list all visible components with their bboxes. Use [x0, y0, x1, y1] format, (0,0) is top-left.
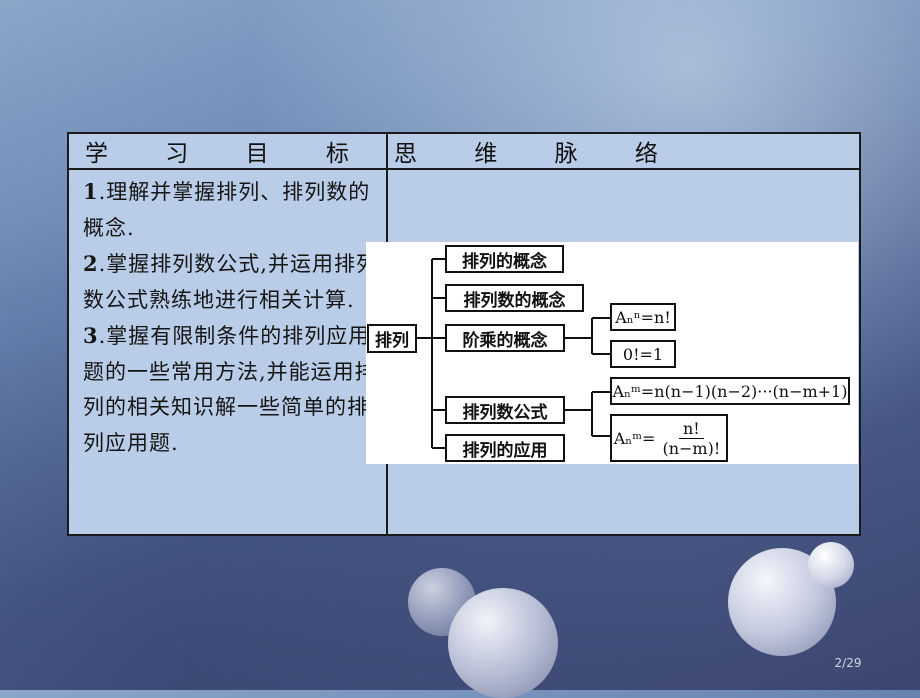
header-mind-map: 思 维 脉 络 — [386, 132, 861, 170]
goal-item: 2.掌握排列数公式,并运用排列数公式熟练地进行相关计算. — [83, 251, 378, 312]
formula-permutation-product: Aₙᵐ=n(n−1)(n−2)···(n−m+1) — [610, 377, 850, 405]
branch-node: 阶乘的概念 — [445, 324, 565, 352]
page-number: 2/29 — [834, 656, 862, 670]
branch-node: 排列的应用 — [445, 434, 565, 462]
decorative-sphere — [448, 588, 558, 698]
branch-node: 排列数的概念 — [445, 284, 584, 312]
branch-node: 排列的概念 — [445, 245, 564, 273]
content-table: 学 习 目 标 思 维 脉 络 1.理解并掌握排列、排列数的概念. 2.掌握排列… — [67, 132, 861, 536]
header-learning-goals: 学 习 目 标 — [67, 132, 388, 170]
branch-node: 排列数公式 — [445, 396, 565, 424]
formula-permutation-fraction: Aₙᵐ= n! (n−m)! — [610, 414, 728, 462]
learning-goals-cell: 1.理解并掌握排列、排列数的概念. 2.掌握排列数公式,并运用排列数公式熟练地进… — [67, 168, 388, 536]
mind-map-diagram: 排列 排列的概念 排列数的概念 阶乘的概念 排列数公式 排列的应用 Aₙⁿ=n!… — [366, 242, 858, 464]
formula-factorial: Aₙⁿ=n! — [610, 303, 676, 331]
goal-item: 3.掌握有限制条件的排列应用题的一些常用方法,并能运用排列的相关知识解一些简单的… — [83, 323, 377, 455]
decorative-sphere — [808, 542, 854, 588]
connector-lines — [403, 258, 610, 449]
fraction: n! (n−m)! — [662, 418, 721, 458]
goal-item: 1.理解并掌握排列、排列数的概念. — [83, 179, 371, 240]
formula-zero-factorial: 0!=1 — [610, 340, 676, 368]
root-node: 排列 — [367, 324, 417, 353]
